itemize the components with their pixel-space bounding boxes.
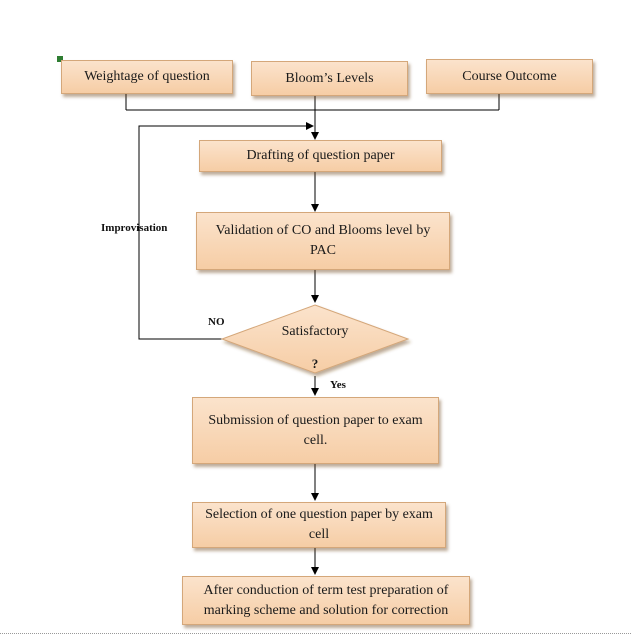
box-weightage-label: Weightage of question	[84, 69, 210, 84]
box-drafting-label: Drafting of question paper	[246, 148, 395, 163]
label-no: NO	[208, 316, 225, 328]
decision-diamond	[220, 304, 410, 374]
box-course-outcome-label: Course Outcome	[462, 68, 557, 84]
box-validation-pac: Validation of CO and Blooms level by PAC	[196, 212, 450, 270]
page-bottom-border	[0, 633, 631, 634]
box-selection-label: Selection of one question paper by exam …	[205, 507, 433, 542]
box-drafting-question-paper: Drafting of question paper	[199, 140, 442, 172]
decision-label: Satisfactory	[281, 324, 349, 339]
box-selection-question-paper: Selection of one question paper by exam …	[192, 502, 446, 548]
box-validation-label: Validation of CO and Blooms level by PAC	[215, 223, 431, 258]
box-weightage-of-question: Weightage of question	[61, 60, 233, 94]
box-blooms-label: Bloom’s Levels	[285, 70, 374, 86]
box-blooms-levels: Bloom’s Levels	[251, 61, 408, 96]
box-after-term-test: After conduction of term test preparatio…	[182, 576, 470, 625]
label-yes: Yes	[330, 379, 346, 391]
box-course-outcome: Course Outcome	[426, 59, 593, 94]
box-after-label: After conduction of term test preparatio…	[203, 582, 449, 618]
box-submission-exam-cell: Submission of question paper to exam cel…	[192, 397, 439, 464]
selection-handle-marker	[57, 56, 63, 62]
feedback-loop-line	[138, 122, 314, 340]
decision-question-mark: ?	[311, 356, 319, 371]
label-improvisation: Improvisation	[101, 222, 168, 234]
box-submission-label: Submission of question paper to exam cel…	[208, 412, 423, 448]
